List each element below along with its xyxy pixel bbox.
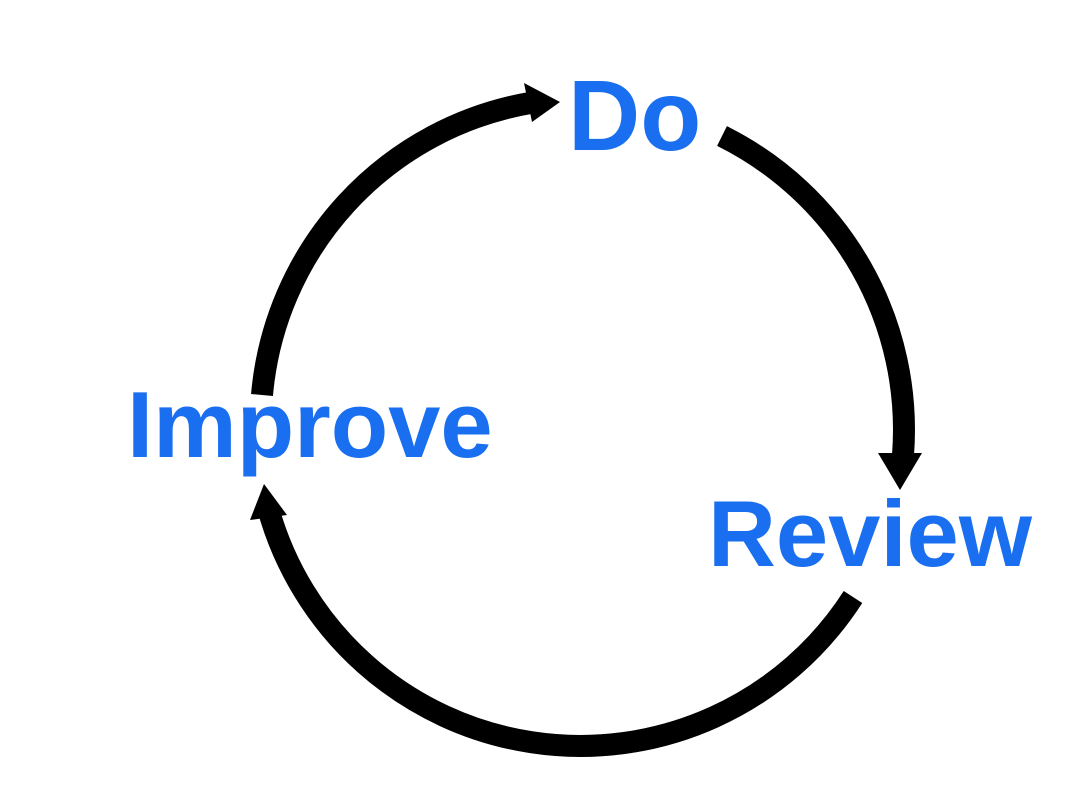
arrow-do-to-review	[717, 126, 915, 456]
arrow-head-review	[878, 453, 922, 490]
arrow-head-improve	[250, 484, 287, 520]
stage-label-improve: Improve	[127, 372, 493, 477]
arrow-improve-to-do	[251, 92, 532, 396]
stage-label-do: Do	[568, 60, 702, 172]
arrow-head-do	[524, 83, 560, 122]
stage-label-review: Review	[708, 481, 1032, 586]
arrow-review-to-improve	[257, 505, 863, 757]
